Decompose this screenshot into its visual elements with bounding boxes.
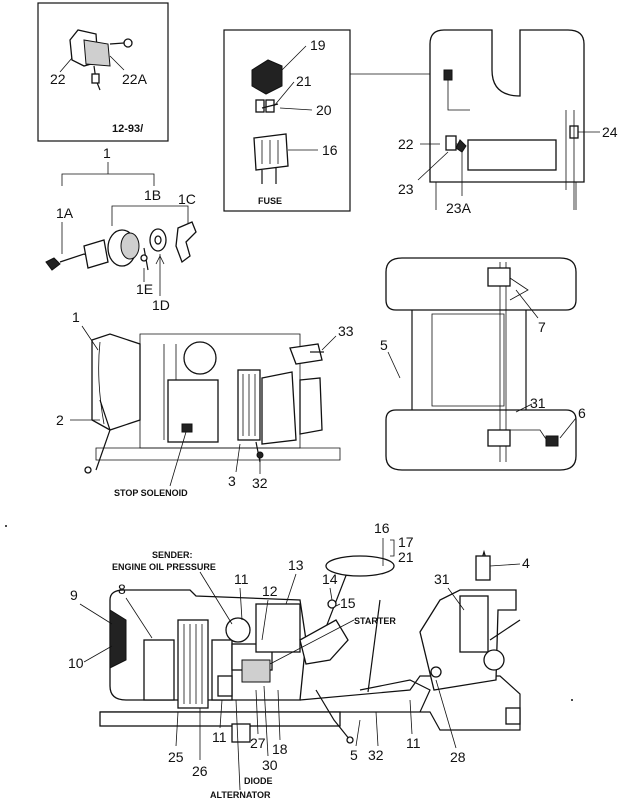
inset-frame-left — [37, 2, 169, 142]
fuse-holder — [253, 133, 289, 171]
oil-pressure-sender-body — [225, 617, 251, 643]
engine-block-side — [167, 379, 219, 443]
sender-label-line2: ENGINE OIL PRESSURE — [112, 562, 216, 572]
callout-13: 13 — [288, 557, 304, 573]
alternator-label: ALTERNATOR — [210, 790, 271, 800]
bolt-head — [123, 38, 133, 48]
callout-15: 15 — [340, 595, 356, 611]
callout-6: 6 — [578, 405, 586, 421]
callout-1e: 1E — [136, 281, 153, 297]
tractor-side-view: SENDER: ENGINE OIL PRESSURE 8 9 10 11 12… — [68, 520, 530, 800]
callout-1b: 1B — [144, 187, 161, 203]
steering-wheel — [325, 555, 395, 577]
callout-14: 14 — [322, 571, 338, 587]
callout-11-bottom: 11 — [212, 729, 227, 745]
starter — [241, 659, 271, 683]
radiator — [177, 619, 209, 709]
callout-20: 20 — [316, 102, 332, 118]
switch-key — [175, 221, 197, 264]
callout-5-top: 5 — [380, 337, 388, 353]
tractor-top-view: 7 5 31 6 — [380, 257, 586, 471]
callout-8: 8 — [118, 581, 126, 597]
switch-terminal-block — [83, 239, 109, 269]
callout-25: 25 — [168, 749, 184, 765]
dash-cutout — [467, 139, 557, 171]
fuel-tank — [255, 603, 301, 653]
ignition-switch-group: 1 1B 1A 1C 1E 1D — [45, 145, 197, 313]
callout-30: 30 — [262, 757, 278, 773]
callout-1-top: 1 — [103, 145, 111, 161]
callout-28: 28 — [450, 749, 466, 765]
dash-panel-view: 22 24 23 23A — [398, 29, 618, 216]
callout-7: 7 — [538, 319, 546, 335]
callout-22-inset: 22 — [50, 71, 66, 87]
callout-31-bottom: 31 — [434, 571, 450, 587]
callout-2: 2 — [56, 412, 64, 428]
battery — [143, 639, 175, 701]
callout-1a: 1A — [56, 205, 74, 221]
callout-11-top: 11 — [234, 571, 249, 587]
callout-27: 27 — [250, 735, 266, 751]
sender-label-line1: SENDER: — [152, 550, 193, 560]
callout-16-bottom: 16 — [374, 520, 390, 536]
fuse-label: FUSE — [258, 196, 282, 206]
stop-solenoid-part — [181, 423, 193, 433]
relay-body — [83, 39, 111, 67]
callout-9: 9 — [70, 587, 78, 603]
relay-22 — [445, 135, 457, 151]
callout-26: 26 — [192, 763, 208, 779]
inset-fuse: 19 21 20 16 FUSE — [223, 29, 440, 212]
rear-fender-top — [385, 257, 577, 311]
callout-17: 17 — [398, 534, 414, 550]
callout-18: 18 — [272, 741, 288, 757]
stray-dot — [5, 525, 7, 527]
light-4 — [475, 555, 491, 581]
stray-dot-2 — [571, 699, 573, 701]
callout-22-dash: 22 — [398, 136, 414, 152]
alternator — [217, 675, 233, 697]
callout-11-right: 11 — [406, 735, 421, 751]
reference-code: 12-93/ — [112, 123, 143, 135]
front-fender-top — [385, 409, 577, 471]
callout-3: 3 — [228, 473, 236, 489]
callout-4: 4 — [522, 555, 530, 571]
starter-label: STARTER — [354, 616, 396, 626]
connector-plug — [45, 257, 61, 271]
headlight — [109, 609, 127, 669]
callout-32-bottom: 32 — [368, 747, 384, 763]
callout-24: 24 — [602, 124, 618, 140]
callout-16-inset: 16 — [322, 142, 338, 158]
callout-5-bottom: 5 — [350, 747, 358, 763]
air-cleaner — [183, 341, 217, 375]
dash-panel — [299, 619, 349, 665]
inset-relay-mount: 22 22A 12-93/ — [37, 2, 169, 142]
callout-12: 12 — [262, 583, 278, 599]
diode-label: DIODE — [244, 776, 273, 786]
callout-21-inset: 21 — [296, 73, 312, 89]
inset-frame-fuse — [223, 29, 351, 212]
fuse-cover — [251, 59, 283, 95]
callout-1d: 1D — [152, 297, 170, 313]
battery-side — [289, 343, 323, 365]
callout-33: 33 — [338, 323, 354, 339]
callout-32-engine: 32 — [252, 475, 268, 491]
callout-23: 23 — [398, 181, 414, 197]
callout-19: 19 — [310, 37, 326, 53]
callout-22a: 22A — [122, 71, 148, 87]
stop-solenoid-label: STOP SOLENOID — [114, 488, 188, 498]
callout-31-top: 31 — [530, 395, 546, 411]
callout-23a: 23A — [446, 200, 472, 216]
callout-1-engine: 1 — [72, 309, 80, 325]
callout-10: 10 — [68, 655, 84, 671]
callout-21-bottom: 21 — [398, 549, 414, 565]
engine-side-view: 1 2 3 32 33 STOP SOLENOID — [56, 309, 354, 498]
callout-1c: 1C — [178, 191, 196, 207]
